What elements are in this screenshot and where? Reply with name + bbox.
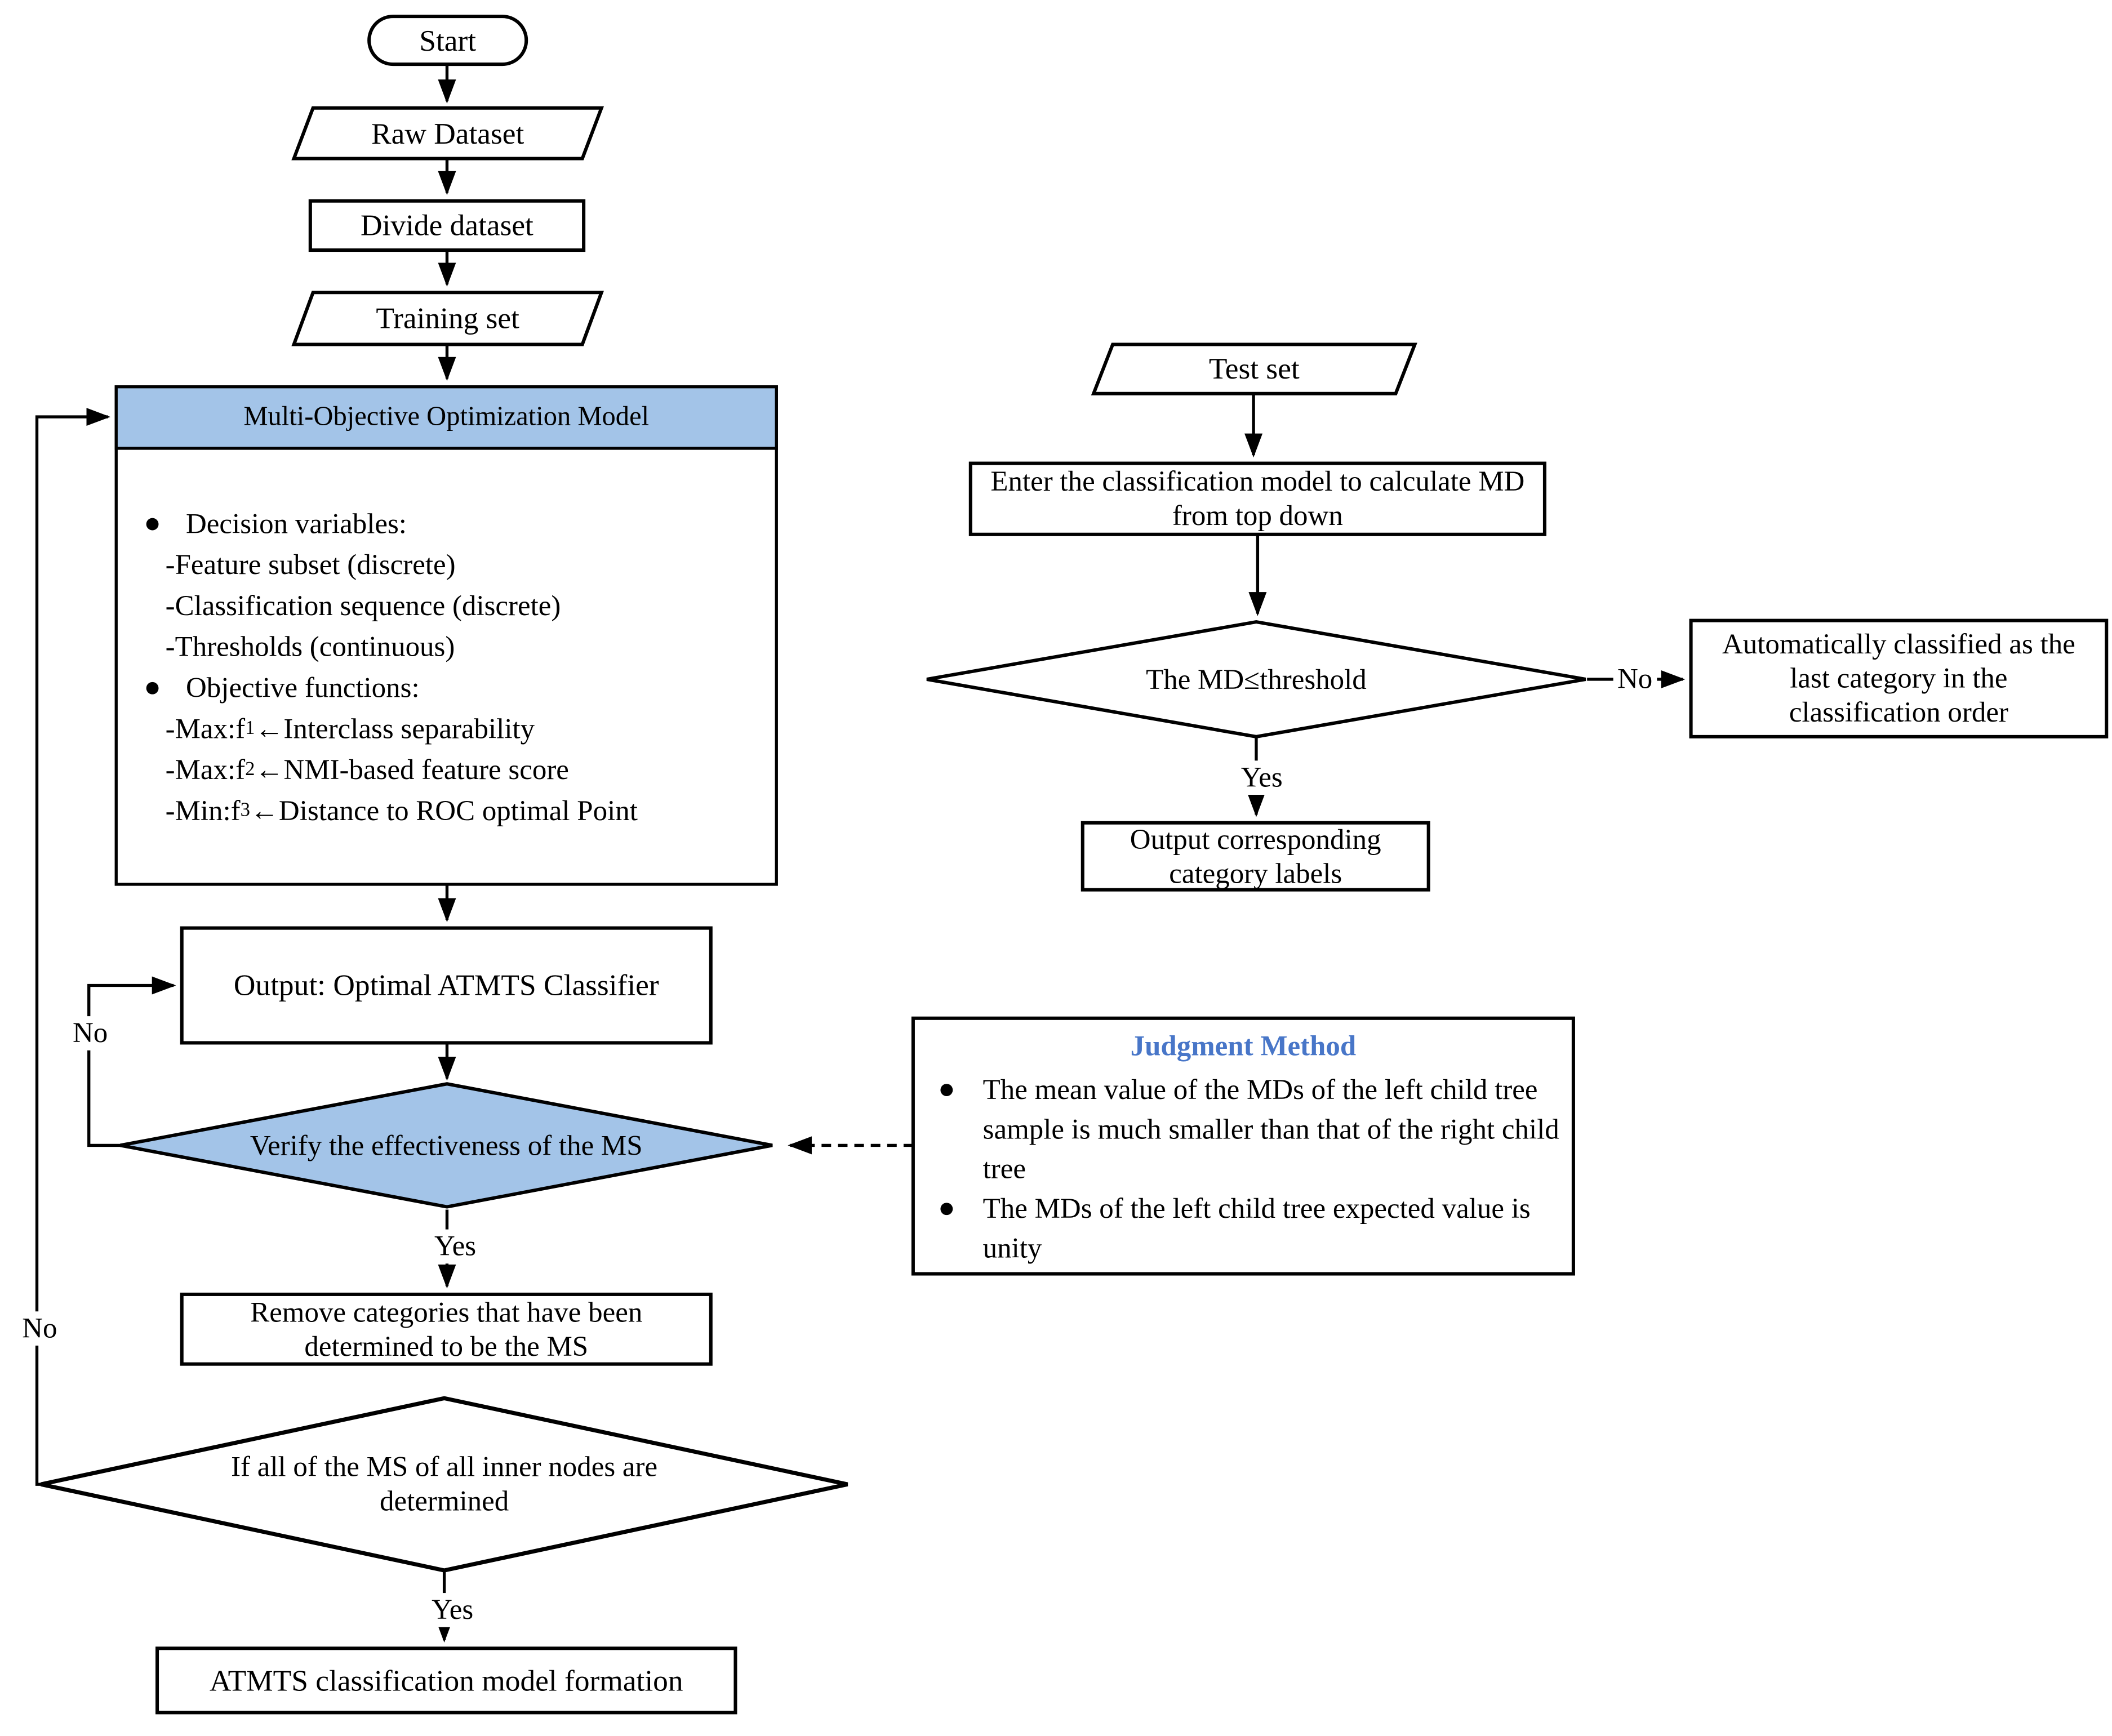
moo-objective-heading: Objective functions: bbox=[130, 667, 762, 708]
md-no-label: No bbox=[1613, 662, 1657, 697]
test-set-label: Test set bbox=[1208, 351, 1300, 386]
output-labels-label: Output corresponding category labels bbox=[1130, 822, 1381, 889]
moo-decision-item: -Thresholds (continuous) bbox=[165, 629, 455, 662]
model-formation-label: ATMTS classification model formation bbox=[209, 1662, 683, 1697]
md-threshold-diamond bbox=[926, 620, 1586, 738]
model-formation-rect bbox=[155, 1646, 737, 1715]
output-classifier-rect bbox=[180, 926, 713, 1045]
all-yes-label: Yes bbox=[427, 1593, 478, 1627]
all-ms-determined-label: If all of the MS of all inner nodes are … bbox=[231, 1450, 658, 1517]
raw-dataset-label: Raw Dataset bbox=[371, 115, 524, 150]
md-threshold-label: The MD≤threshold bbox=[1146, 662, 1367, 696]
moo-header-band bbox=[114, 385, 778, 450]
moo-title: Multi-Objective Optimization Model bbox=[243, 401, 650, 432]
bullet-icon bbox=[940, 1203, 953, 1216]
output-classifier-label: Output: Optimal ATMTS Classifier bbox=[233, 968, 659, 1002]
bullet-icon bbox=[146, 681, 159, 694]
training-set-label: Training set bbox=[376, 300, 519, 335]
enter-model-rect bbox=[968, 461, 1546, 536]
bullet-icon bbox=[940, 1084, 953, 1097]
divide-dataset-label: Divide dataset bbox=[361, 207, 533, 242]
all-no-label: No bbox=[17, 1311, 61, 1346]
judgment-method-rect bbox=[911, 1016, 1575, 1276]
divide-dataset-rect bbox=[308, 199, 586, 252]
all-ms-determined-diamond bbox=[41, 1396, 848, 1573]
moo-decision-heading: Decision variables: bbox=[130, 503, 762, 544]
edge-alldiamond-no-to-moo bbox=[35, 408, 110, 1486]
enter-model-label: Enter the classification model to calcul… bbox=[990, 465, 1525, 532]
test-set-parallelogram bbox=[1091, 342, 1417, 395]
judgment-item: The mean value of the MDs of the left ch… bbox=[927, 1070, 1564, 1189]
moo-decision-item: -Classification sequence (discrete) bbox=[165, 588, 561, 621]
judgment-method-list: The mean value of the MDs of the left ch… bbox=[927, 1070, 1564, 1268]
remove-categories-label: Remove categories that have been determi… bbox=[250, 1295, 643, 1363]
remove-categories-rect bbox=[180, 1292, 713, 1366]
start-terminator-shape bbox=[367, 15, 528, 66]
edge-verify-no-to-output bbox=[87, 976, 176, 1147]
moo-box bbox=[114, 385, 778, 886]
training-set-parallelogram bbox=[291, 291, 604, 346]
raw-dataset-parallelogram bbox=[291, 106, 604, 161]
verify-no-label: No bbox=[68, 1016, 112, 1050]
md-yes-label: Yes bbox=[1237, 760, 1287, 795]
verify-yes-label: Yes bbox=[430, 1229, 481, 1264]
moo-decision-item: -Feature subset (discrete) bbox=[165, 547, 456, 581]
verify-ms-diamond bbox=[119, 1082, 773, 1209]
judgment-method-title: Judgment Method bbox=[1130, 1028, 1357, 1062]
moo-content: Decision variables: -Feature subset (dis… bbox=[130, 503, 762, 831]
start-label: Start bbox=[419, 23, 477, 57]
auto-classified-label: Automatically classified as the last cat… bbox=[1722, 627, 2075, 729]
auto-classified-rect bbox=[1689, 618, 2109, 738]
verify-ms-label: Verify the effectiveness of the MS bbox=[250, 1128, 643, 1161]
bullet-icon bbox=[146, 517, 159, 530]
judgment-item: The MDs of the left child tree expected … bbox=[927, 1189, 1564, 1268]
output-labels-rect bbox=[1081, 821, 1430, 892]
